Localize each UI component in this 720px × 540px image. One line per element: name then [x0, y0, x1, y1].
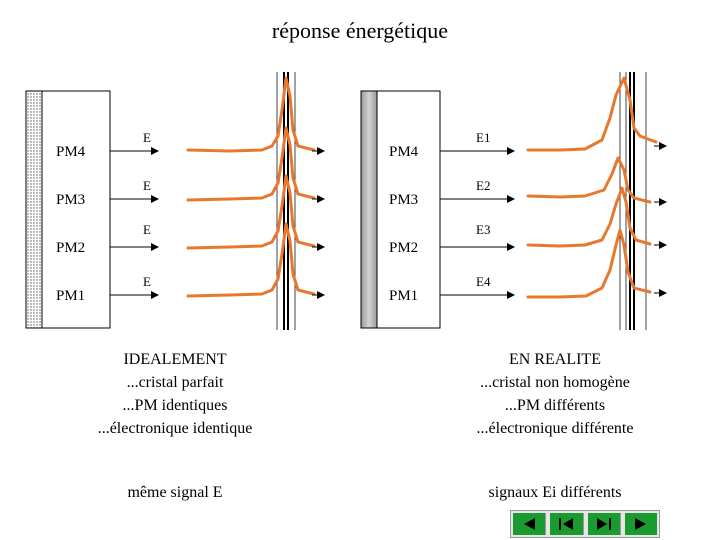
energy-label-left-3: E	[143, 222, 151, 237]
slide-navigation	[510, 510, 660, 538]
last-slide-icon	[634, 518, 646, 530]
signal-left-1	[186, 76, 316, 153]
caption-ideal: IDEALEMENT ...cristal parfait ...PM iden…	[60, 348, 290, 440]
caption-reality-line: ...cristal non homogène	[480, 374, 630, 391]
pm-label-left-4: PM4	[56, 144, 86, 160]
pm-label-right-2: PM2	[389, 240, 419, 256]
pm-label-right-3: PM3	[389, 192, 419, 208]
energy-label-left-4: E	[143, 274, 151, 289]
caption-reality-line: ...PM différents	[504, 397, 606, 414]
energy-label-right-4: E4	[476, 274, 491, 289]
caption-reality-line: ...électronique différente	[476, 420, 634, 437]
caption-reality: EN REALITE ...cristal non homogène ...PM…	[440, 348, 670, 440]
energy-label-left-2: E	[143, 178, 151, 193]
signal-left-3	[186, 174, 316, 250]
caption-ideal-line: ...cristal parfait	[126, 374, 224, 391]
previous-slide-icon	[559, 518, 574, 530]
energy-label-right-1: E1	[476, 130, 491, 145]
energy-label-left-1: E	[143, 130, 151, 145]
previous-slide-button[interactable]	[550, 513, 584, 535]
signal-right-2	[526, 156, 652, 204]
pm-label-right-1: PM1	[389, 288, 419, 304]
page-title: réponse énergétique	[271, 18, 449, 43]
energy-label-right-2: E2	[476, 178, 491, 193]
first-slide-icon	[524, 518, 536, 530]
last-slide-button[interactable]	[624, 513, 657, 535]
signal-right-1	[526, 76, 658, 152]
pm-label-left-2: PM2	[56, 240, 86, 256]
first-slide-button[interactable]	[513, 513, 547, 535]
caption-ideal-heading: IDEALEMENT	[123, 351, 227, 368]
next-slide-button[interactable]	[587, 513, 621, 535]
pm-label-left-1: PM1	[56, 288, 86, 304]
caption-reality-heading: EN REALITE	[509, 351, 601, 368]
energy-label-right-3: E3	[476, 222, 491, 237]
signal-left-4	[186, 222, 316, 298]
crystal-left	[25, 90, 43, 329]
crystal-right	[360, 90, 378, 329]
signal-left-2	[186, 126, 316, 202]
footer-right: signaux Ei différents	[488, 484, 622, 501]
next-slide-icon	[596, 518, 611, 530]
caption-ideal-line: ...PM identiques	[122, 397, 228, 414]
pm-label-left-3: PM3	[56, 192, 86, 208]
signal-right-3	[526, 186, 652, 248]
pm-label-right-4: PM4	[389, 144, 419, 160]
pm-box-left	[41, 90, 111, 329]
pm-box-right	[376, 90, 441, 329]
footer-left: même signal E	[127, 484, 223, 501]
signal-right-4	[526, 228, 652, 299]
caption-ideal-line: ...électronique identique	[97, 420, 253, 437]
